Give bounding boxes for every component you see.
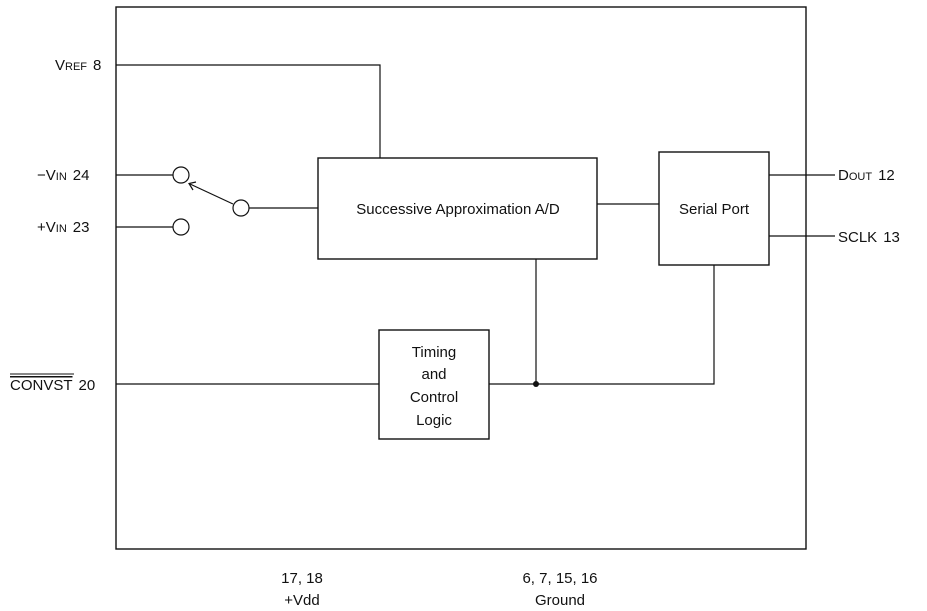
timing-label-line3: Control [410,389,458,406]
gnd-label: Ground [535,592,585,609]
serial-port-label: Serial Port [679,201,750,218]
sar-block [317,157,598,260]
switch-arm [189,183,234,205]
sar-label: Successive Approximation A/D [356,201,560,218]
timing-label-line4: Logic [416,412,452,429]
timing-control-block [378,329,490,440]
chip-outline [115,6,807,550]
switch-arrowhead [188,181,197,191]
vdd-label: +Vdd [284,592,319,609]
timing-label-line1: Timing [412,344,456,361]
serial-to-junction-wire [489,265,715,385]
junction-dot [533,381,539,387]
timing-label-line2: and [421,366,446,383]
vref-wire [116,64,381,158]
gnd-pins-label: 6, 7, 15, 16 [522,570,597,587]
vin-pos-terminal [172,218,190,236]
vdd-pins-label: 17, 18 [281,570,323,587]
vin-neg-terminal [172,166,190,184]
switch-common-terminal [232,199,250,217]
